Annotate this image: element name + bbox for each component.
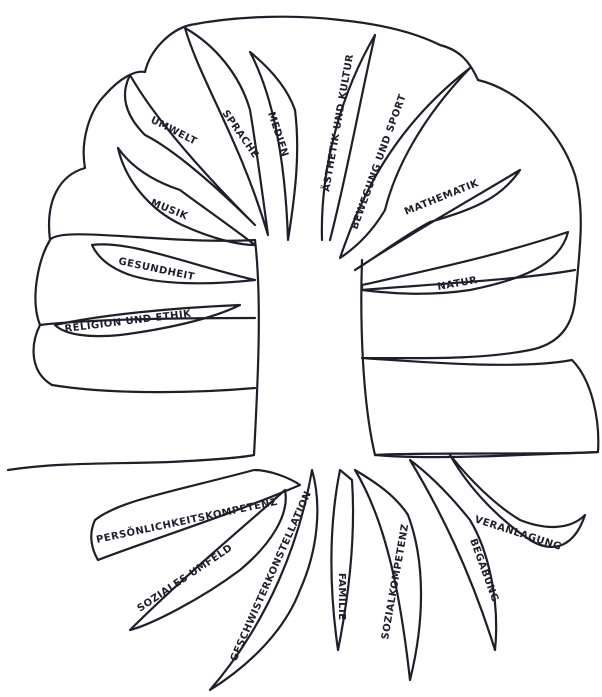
tree-trunk [254,240,375,455]
branch-umwelt [125,75,255,225]
branch-medien [250,52,297,240]
label-medien: MEDIEN [265,111,290,159]
label-familie: FAMILIE [336,573,347,621]
label-veranlagung: VERANLAGUNG [473,514,563,553]
ground-line [8,452,598,470]
label-aesthetik: ÄSTHETIK UND KULTUR [318,53,356,193]
root-familie [331,470,353,650]
label-mathematik: MATHEMATIK [403,178,481,218]
tree-crown-outline [34,17,599,455]
label-soziales-umfeld: SOZIALES UMFELD [136,543,235,615]
label-umwelt: UMWELT [149,115,199,148]
root-sozialkompetenz [355,470,421,680]
